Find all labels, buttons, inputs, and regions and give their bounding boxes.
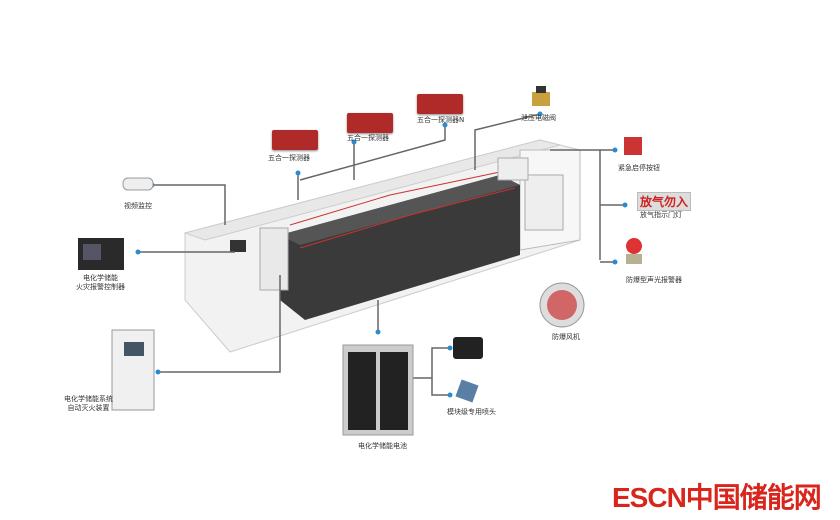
label-nozzle: 模块级专用喷头 <box>447 408 496 416</box>
label-estop: 紧急启停按钮 <box>618 164 660 172</box>
label-extinguisher-line1: 电化学储能系统 <box>64 395 113 403</box>
label-detector-1: 五合一探测器 <box>268 154 310 162</box>
gas-sign: 放气勿入 <box>637 192 692 211</box>
alarm-icon <box>626 238 642 254</box>
control-cabinet <box>259 227 289 291</box>
label-door-light: 放气指示门灯 <box>640 211 682 219</box>
ac-unit <box>524 174 564 231</box>
camera-icon <box>122 177 154 191</box>
label-valve: 泄压电磁阀 <box>521 114 556 122</box>
label-extinguisher-line2: 自动灭火装置 <box>67 404 110 412</box>
label-camera: 视频监控 <box>124 202 152 210</box>
detector-2-icon <box>347 113 393 133</box>
label-controller-line2: 火灾报警控制器 <box>76 283 125 291</box>
nozzle-head <box>455 379 479 403</box>
detector-n-icon <box>417 94 463 114</box>
valve-icon <box>532 92 550 106</box>
label-controller: 电化学储能火灾报警控制器 <box>76 274 125 292</box>
battery-racks <box>280 171 520 320</box>
detector-1-icon <box>272 130 318 150</box>
label-extinguisher: 电化学储能系统自动灭火装置 <box>64 395 113 413</box>
estop-icon <box>624 137 642 155</box>
battery-rack-device <box>342 344 414 436</box>
label-controller-line1: 电化学储能 <box>83 274 118 282</box>
label-fan: 防爆风机 <box>552 333 580 341</box>
label-detector-2: 五合一探测器 <box>347 134 389 142</box>
nozzle-image <box>453 337 483 359</box>
label-alarm: 防爆型声光报警器 <box>626 276 682 284</box>
escn-logo: ESCN中国储能网 <box>612 482 822 513</box>
label-detector-n: 五合一探测器N <box>417 116 465 124</box>
label-battery: 电化学储能电池 <box>358 442 407 450</box>
